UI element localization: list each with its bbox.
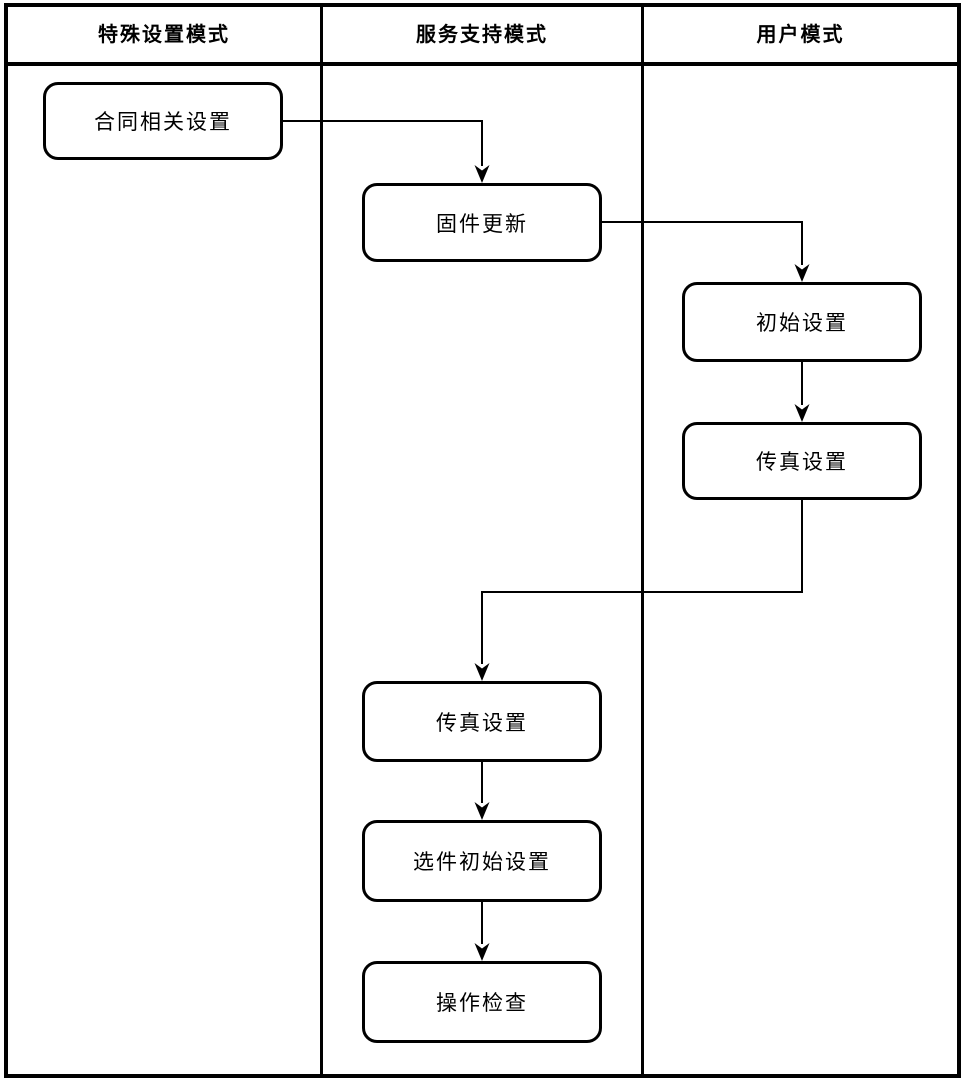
lane-separator-1 — [320, 3, 323, 1078]
flow-node-firmware-update: 固件更新 — [362, 183, 602, 262]
lane-header-service-support-mode: 服务支持模式 — [416, 24, 548, 46]
flow-node-option-initial-settings: 选件初始设置 — [362, 820, 602, 902]
lane-header-user-mode: 用户模式 — [756, 24, 845, 46]
edge-firmware-to-initial — [602, 221, 803, 265]
arrow-down-icon — [794, 404, 810, 422]
flow-node-contract-settings: 合同相关设置 — [43, 82, 283, 160]
lane-separator-2 — [641, 3, 644, 1078]
arrow-down-icon — [474, 663, 490, 681]
flow-node-initial-settings: 初始设置 — [682, 282, 922, 362]
flow-node-fax-settings-user: 传真设置 — [682, 422, 922, 500]
diagram-outer-border — [4, 3, 961, 1078]
edge-fax-user-to-fax-service — [481, 500, 803, 664]
lane-header-underline — [4, 62, 961, 66]
arrow-down-icon — [474, 943, 490, 961]
arrow-down-icon — [794, 264, 810, 282]
flow-node-fax-settings-service: 传真设置 — [362, 681, 602, 762]
lane-header-special-settings-mode: 特殊设置模式 — [98, 24, 230, 46]
flow-node-operation-check: 操作检查 — [362, 961, 602, 1043]
arrow-down-icon — [474, 802, 490, 820]
arrow-down-icon — [474, 165, 490, 183]
edge-contract-to-firmware — [283, 120, 483, 166]
